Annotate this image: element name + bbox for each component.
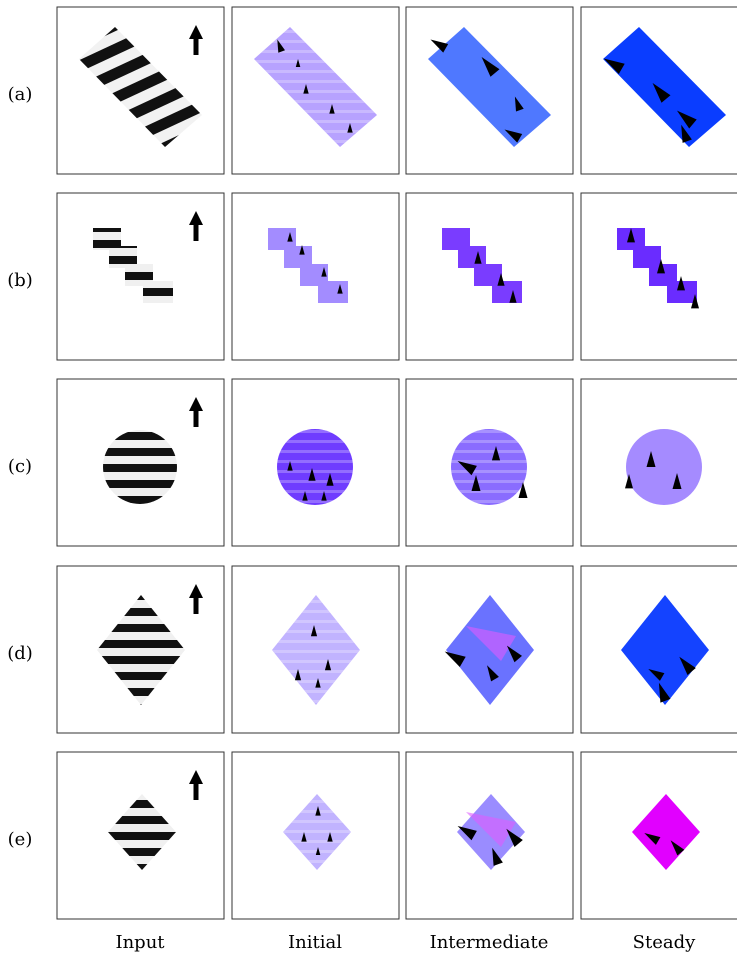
- panel-diamond-initial: [232, 566, 399, 733]
- panel-staircase-intermediate: [406, 193, 573, 360]
- panel-diamond-intermediate: [406, 566, 573, 733]
- panel-staircase-input: [57, 193, 224, 360]
- row-label: (a): [8, 84, 33, 105]
- column-label-intermediate: Intermediate: [430, 932, 549, 953]
- column-label-input: Input: [115, 932, 165, 953]
- row-label: (e): [8, 829, 33, 850]
- panel-small-diamond-initial: [232, 752, 399, 919]
- panel-rotated-bar-initial: [232, 7, 399, 174]
- column-label-steady: Steady: [633, 932, 696, 953]
- panel-disc-intermediate: [406, 379, 573, 546]
- panel-diamond-input: [57, 566, 224, 733]
- row-label: (b): [7, 270, 33, 291]
- panel-rotated-bar-steady: [581, 7, 737, 174]
- panel-small-diamond-input: [57, 752, 224, 919]
- panel-staircase-steady: [581, 193, 737, 360]
- row-label: (d): [7, 643, 33, 664]
- column-label-initial: Initial: [288, 932, 342, 953]
- row-label: (c): [8, 456, 32, 477]
- panel-diamond-steady: [581, 566, 737, 733]
- panel-small-diamond-steady: [581, 752, 737, 919]
- panel-rotated-bar-input: [57, 7, 224, 174]
- panel-rotated-bar-intermediate: [406, 7, 573, 174]
- panel-disc-steady: [581, 379, 737, 546]
- panel-staircase-initial: [232, 193, 399, 360]
- panel-disc-initial: [232, 379, 399, 546]
- panel-disc-input: [57, 379, 224, 546]
- panel-small-diamond-intermediate: [406, 752, 573, 919]
